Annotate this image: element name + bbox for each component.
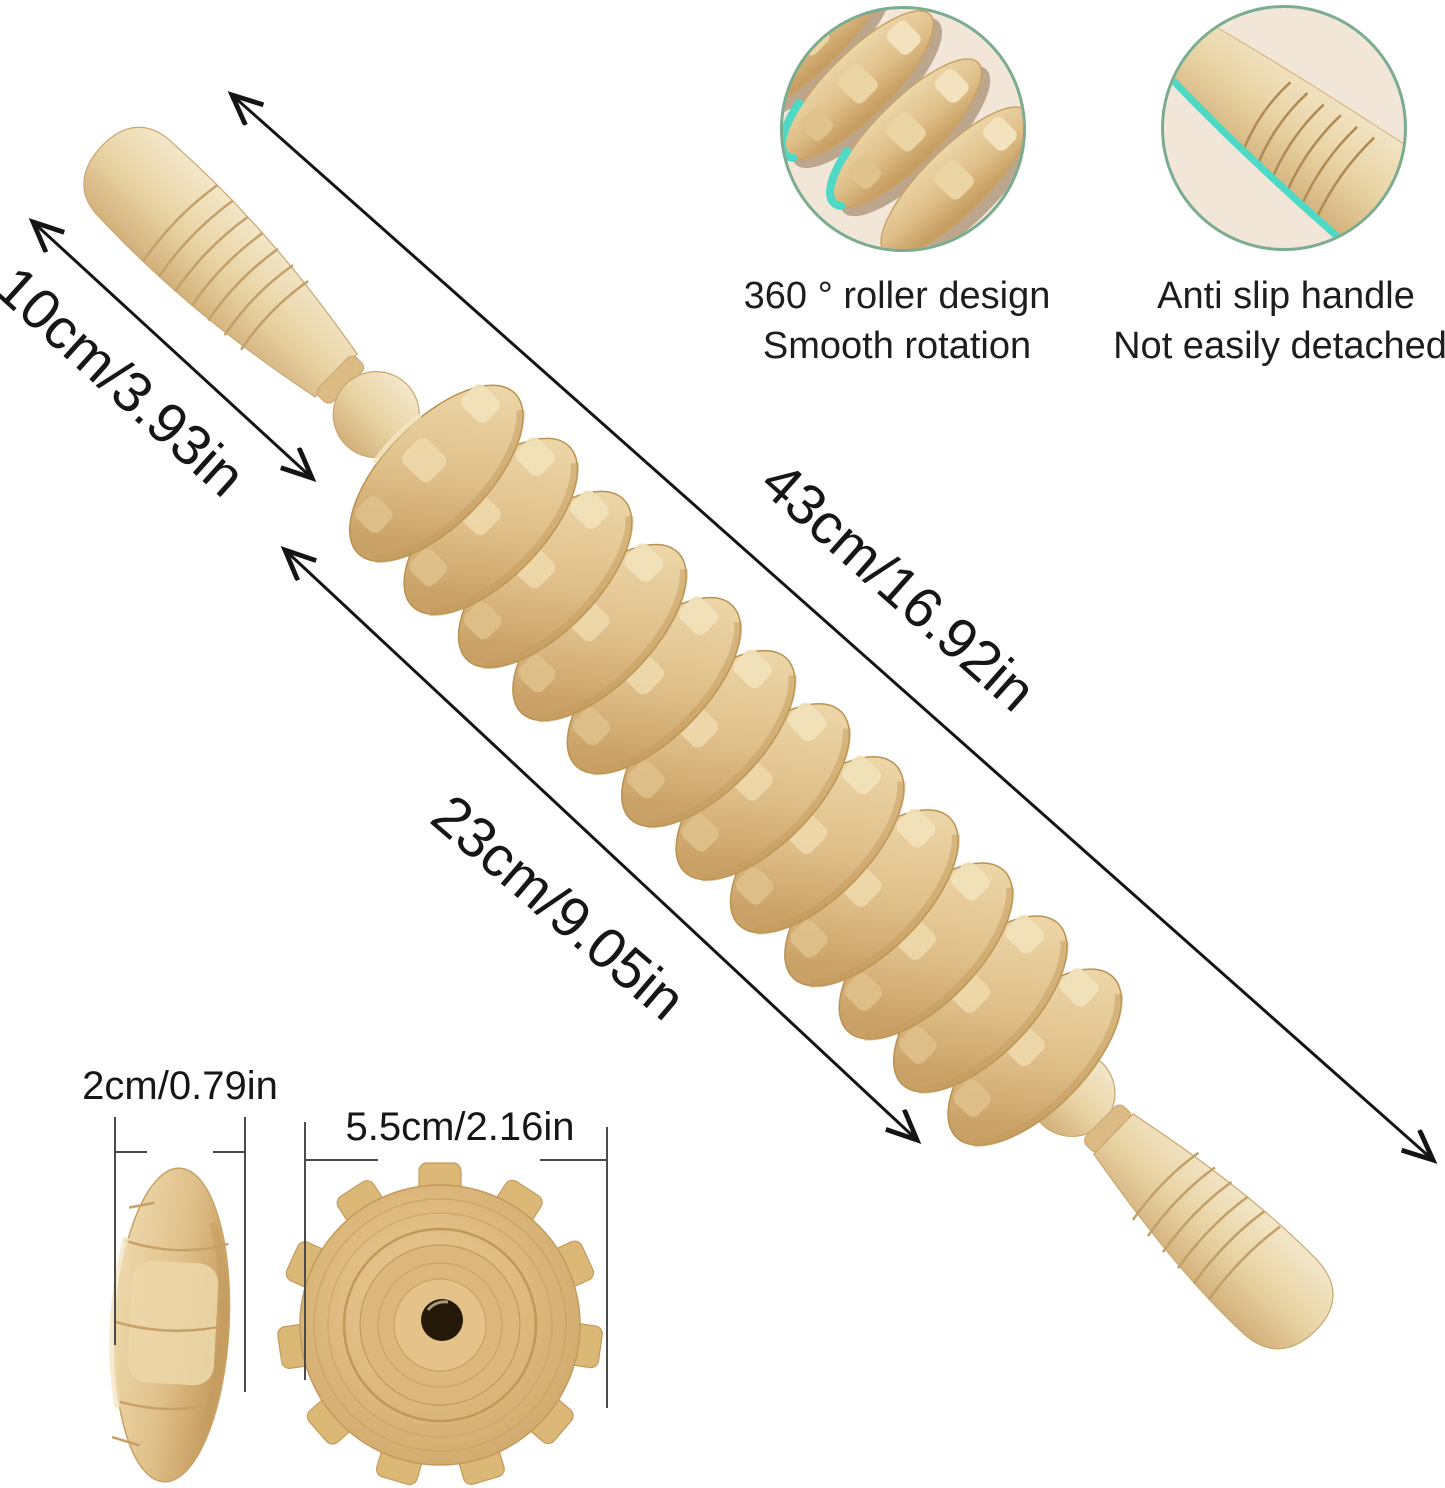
arrow-43cm	[232, 95, 1433, 1160]
caption-roller-design-line1: 360 ° roller design	[743, 275, 1051, 317]
disc-front-view	[276, 1162, 604, 1488]
bracket-2cm	[114, 1117, 246, 1392]
dimension-brackets	[114, 1117, 608, 1408]
handle-closeup-icon	[1164, 8, 1404, 248]
disc-center-hole	[421, 1299, 463, 1341]
arrow-23cm	[285, 550, 917, 1140]
caption-roller-design-line2: Smooth rotation	[762, 325, 1032, 367]
callout-anti-slip-handle	[1161, 5, 1407, 251]
label-disc-diameter: 5.5cm/2.16in	[345, 1105, 575, 1149]
teal-outline	[1164, 8, 1401, 248]
roller-closeup-icon	[783, 9, 1023, 249]
label-disc-thickness: 2cm/0.79in	[82, 1064, 278, 1108]
handle-grip-rings	[1131, 1151, 1281, 1301]
bracket-5-5cm	[304, 1122, 608, 1408]
callout-roller-design	[780, 6, 1026, 252]
roller-discs	[319, 355, 1150, 1173]
handle-grip-rings	[1243, 81, 1375, 218]
caption-anti-slip-line2: Not easily detached	[1113, 325, 1445, 367]
caption-anti-slip-line1: Anti slip handle	[1157, 275, 1415, 317]
wooden-roller-stick	[83, 126, 1334, 1350]
disc-side-view	[109, 1167, 231, 1483]
dimension-arrows	[33, 95, 1433, 1160]
